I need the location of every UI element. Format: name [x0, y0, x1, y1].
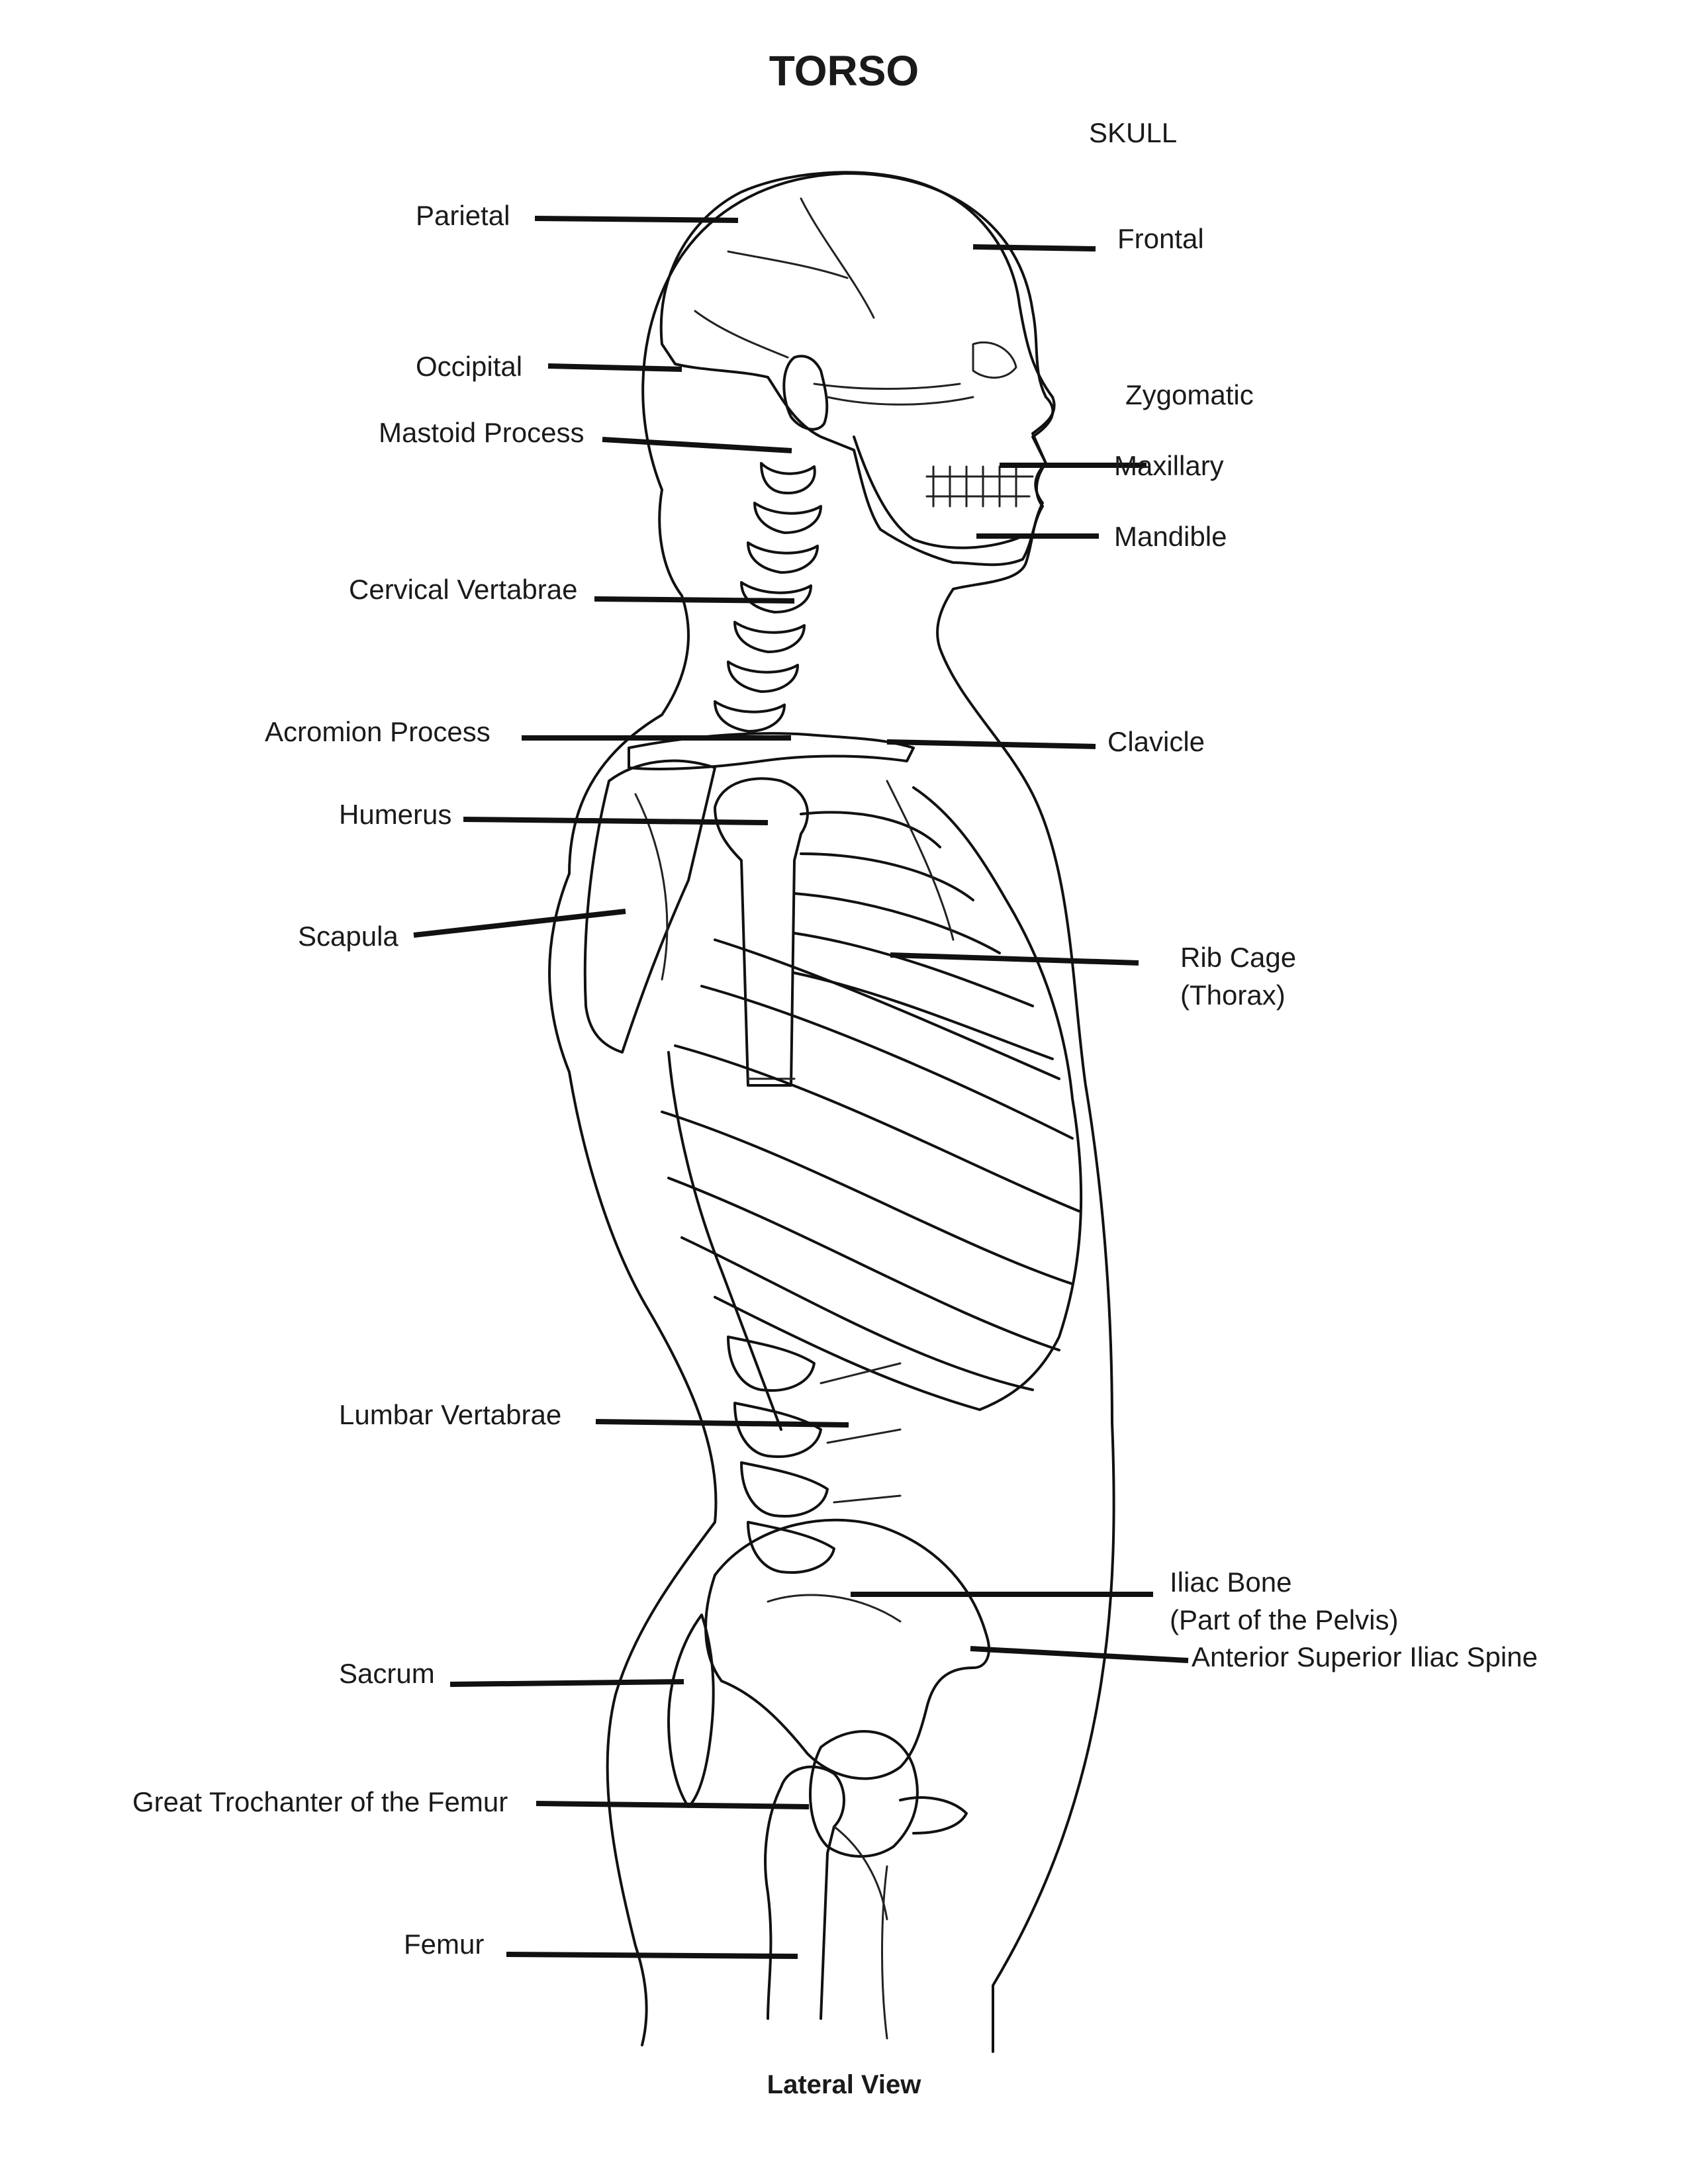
label-great-trochanter: Great Trochanter of the Femur: [132, 1786, 508, 1817]
cervical-spine-drawing: [714, 462, 822, 733]
label-scapula: Scapula: [298, 921, 399, 952]
label-mandible: Mandible: [1114, 521, 1227, 552]
leader-clavicle: [886, 739, 1096, 749]
label-parietal: Parietal: [416, 200, 510, 231]
shoulder-girdle-drawing: [583, 732, 915, 1054]
leader-frontal: [972, 244, 1096, 251]
leader-femur: [506, 1952, 798, 1959]
label-zygomatic: Zygomatic: [1125, 379, 1254, 410]
rib-cage-drawing: [661, 780, 1083, 1411]
leader-lumbar: [595, 1419, 849, 1428]
label-clavicle: Clavicle: [1107, 726, 1205, 757]
leader-mastoid: [602, 437, 792, 453]
leader-humerus: [463, 817, 769, 825]
leader-lines: [413, 216, 1189, 1959]
label-iliac-bone: Iliac Bone: [1170, 1567, 1292, 1598]
leader-parietal: [534, 216, 739, 223]
label-rib-cage-sub: (Thorax): [1180, 979, 1286, 1011]
label-lumbar-vertabrae: Lumbar Vertabrae: [339, 1399, 562, 1430]
leader-great-trochanter: [536, 1801, 810, 1809]
leader-sacrum: [449, 1679, 684, 1687]
skull-heading: SKULL: [1089, 117, 1178, 148]
label-frontal: Frontal: [1117, 223, 1204, 254]
label-acromion-process: Acromion Process: [265, 716, 491, 747]
leader-cervical: [594, 596, 795, 604]
leader-rib-cage: [890, 952, 1139, 966]
label-femur: Femur: [404, 1929, 485, 1960]
figure-caption: Lateral View: [767, 2070, 921, 2099]
label-occipital: Occipital: [416, 351, 523, 382]
humerus-drawing: [714, 777, 809, 1087]
label-anterior-superior-iliac-spine: Anterior Superior Iliac Spine: [1192, 1641, 1538, 1672]
label-humerus: Humerus: [339, 799, 452, 830]
page-title: TORSO: [769, 47, 919, 95]
label-maxillary: Maxillary: [1114, 450, 1224, 481]
skull-drawing: [659, 171, 1056, 567]
leader-occipital: [547, 363, 682, 372]
label-iliac-bone-sub: (Part of the Pelvis): [1170, 1604, 1399, 1635]
label-rib-cage: Rib Cage: [1180, 942, 1297, 973]
leader-scapula: [413, 909, 626, 938]
spine-lower-drawing: [667, 1051, 902, 1574]
label-mastoid-process: Mastoid Process: [379, 417, 585, 448]
femur-drawing: [764, 1765, 888, 2020]
body-outline: [548, 172, 1115, 2053]
leader-asis: [970, 1646, 1189, 1663]
label-sacrum: Sacrum: [339, 1658, 435, 1689]
label-cervical-vertabrae: Cervical Vertabrae: [349, 574, 578, 605]
